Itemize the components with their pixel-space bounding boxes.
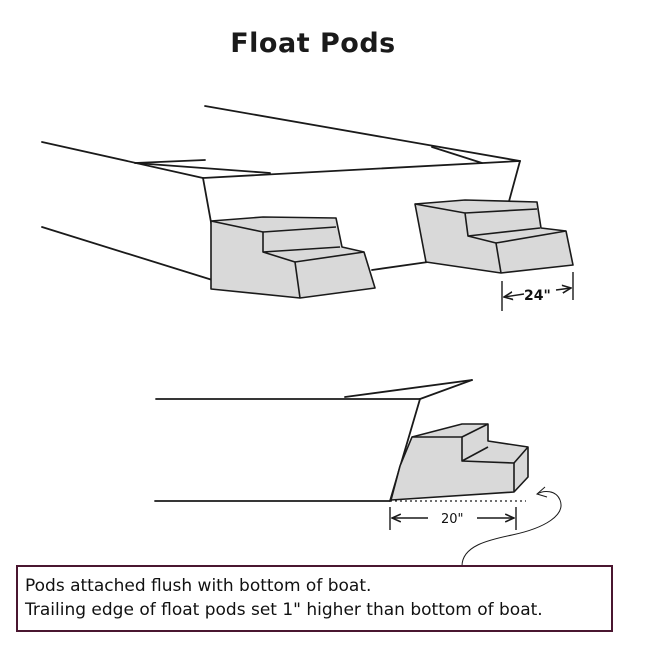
- pod-width-label: 24": [524, 288, 551, 304]
- note-line-2: Trailing edge of float pods set 1" highe…: [25, 600, 543, 620]
- note-box: Pods attached flush with bottom of boat.…: [16, 565, 613, 632]
- note-leader-line: [461, 491, 562, 567]
- diagram-title: Float Pods: [230, 28, 396, 59]
- note-line-1: Pods attached flush with bottom of boat.: [25, 576, 372, 596]
- right-float-pod: [414, 199, 574, 274]
- boat-rear-view: [41, 105, 521, 284]
- pod-width-dimension: [501, 272, 574, 311]
- side-float-pod: [390, 423, 529, 501]
- left-float-pod: [210, 216, 376, 299]
- pod-length-label: 20": [441, 512, 464, 527]
- pod-length-dimension: [389, 507, 517, 530]
- note-leader-arrowhead: [535, 486, 548, 498]
